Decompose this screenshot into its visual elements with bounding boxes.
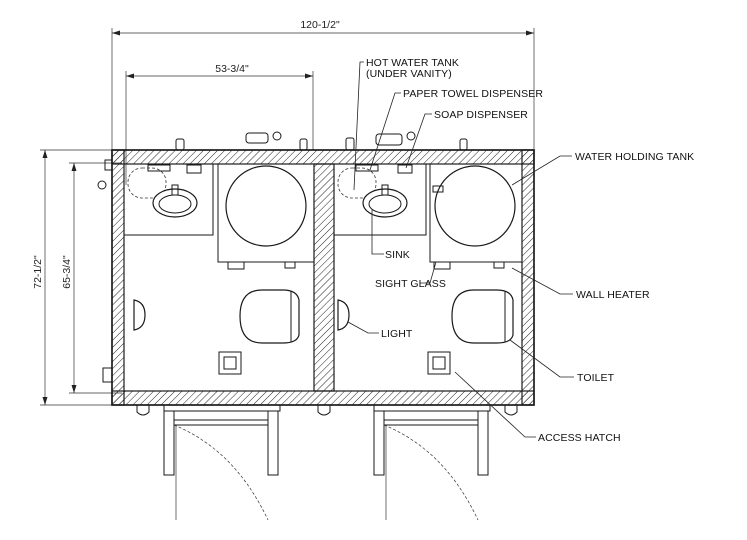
roof-vents (175, 131, 468, 151)
left-door (163, 404, 281, 521)
callout-labels: HOT WATER TANK (UNDER VANITY) PAPER TOWE… (366, 57, 694, 444)
right-room (334, 163, 523, 375)
outer-walls (111, 149, 535, 406)
dimension-room-width: 53-3/4" (125, 63, 314, 185)
light-label: LIGHT (381, 328, 413, 340)
dimension-room-depth: 65-3/4" (61, 162, 122, 394)
soap-dispenser-label: SOAP DISPENSER (434, 109, 528, 121)
dimension-overall-width: 120-1/2" (111, 19, 535, 150)
water-holding-tank-label: WATER HOLDING TANK (575, 151, 694, 163)
access-hatch-label: ACCESS HATCH (538, 432, 621, 444)
leader-lines (347, 61, 574, 438)
dimension-overall-depth-label: 72-1/2" (32, 255, 44, 289)
dimension-room-depth-label: 65-3/4" (61, 255, 73, 289)
dimension-overall-depth: 72-1/2" (32, 149, 112, 406)
right-door (373, 404, 491, 521)
paper-towel-dispenser-label: PAPER TOWEL DISPENSER (403, 88, 543, 100)
dimension-overall-width-label: 120-1/2" (300, 19, 340, 31)
side-fittings (97, 159, 113, 383)
sight-glass-label: SIGHT GLASS (375, 278, 446, 290)
left-room (124, 163, 315, 375)
bottom-feet (136, 405, 518, 416)
dimension-room-width-label: 53-3/4" (215, 63, 249, 75)
hot-water-tank-sublabel: (UNDER VANITY) (366, 68, 452, 80)
toilet-label: TOILET (577, 372, 615, 384)
hot-water-tank-label: HOT WATER TANK (366, 57, 459, 69)
sink-label: SINK (385, 249, 410, 261)
wall-heater-label: WALL HEATER (576, 289, 650, 301)
